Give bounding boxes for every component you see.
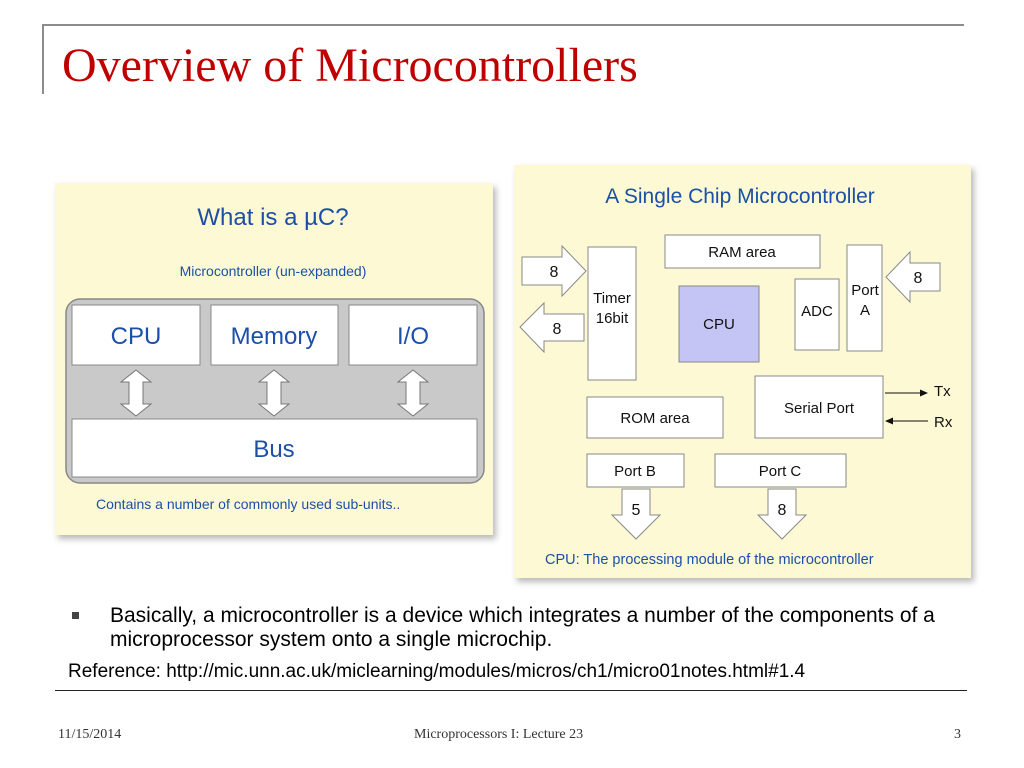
title-frame-top-rule bbox=[42, 24, 964, 26]
footer-course-title: Microprocessors I: Lecture 23 bbox=[414, 727, 584, 742]
port-b-output-arrow bbox=[610, 488, 662, 540]
uc-heading: What is a µC? bbox=[197, 204, 348, 231]
title-frame-left-rule bbox=[42, 24, 44, 94]
bullet-text: Basically, a microcontroller is a device… bbox=[110, 604, 935, 651]
timer-input-width: 8 bbox=[550, 264, 559, 281]
ram-area-label: RAM area bbox=[708, 244, 776, 261]
memory-block bbox=[210, 304, 339, 366]
what-is-uc-svg: What is a µC? Microcontroller (un-expand… bbox=[65, 204, 485, 512]
timer-label-line1: Timer bbox=[593, 290, 631, 307]
port-a-input-width: 8 bbox=[914, 270, 923, 287]
single-chip-caption: CPU: The processing module of the microc… bbox=[545, 552, 874, 568]
cpu-bus-double-arrow bbox=[119, 369, 153, 417]
port-a-block bbox=[846, 244, 883, 352]
io-block-label: I/O bbox=[397, 323, 429, 350]
reference-divider bbox=[55, 690, 967, 691]
io-block bbox=[348, 304, 478, 366]
port-c-output-width: 8 bbox=[778, 502, 787, 519]
port-a-label-line2: A bbox=[860, 302, 870, 319]
timer-output-arrow bbox=[519, 301, 585, 354]
rom-area-label: ROM area bbox=[620, 410, 690, 427]
single-chip-svg: A Single Chip Microcontroller RAM area T… bbox=[519, 185, 953, 568]
memory-block-label: Memory bbox=[231, 323, 318, 350]
port-b-block bbox=[586, 453, 685, 488]
bullet-square-icon bbox=[72, 612, 79, 619]
cpu-block-label: CPU bbox=[111, 323, 162, 350]
port-c-block bbox=[714, 453, 847, 488]
cpu-core-block bbox=[678, 285, 760, 363]
cpu-core-label: CPU bbox=[703, 316, 735, 333]
reference-link[interactable]: Reference: http://mic.unn.ac.uk/miclearn… bbox=[68, 661, 806, 682]
slide-title: Overview of Microcontrollers bbox=[62, 39, 638, 92]
rom-area-block bbox=[586, 396, 724, 439]
tx-arrowhead bbox=[920, 389, 928, 397]
ram-area-block bbox=[664, 234, 821, 269]
port-c-output-arrow bbox=[756, 488, 808, 540]
rx-label: Rx bbox=[934, 414, 953, 431]
adc-label: ADC bbox=[801, 303, 833, 320]
serial-port-label: Serial Port bbox=[784, 400, 855, 417]
port-b-label: Port B bbox=[614, 463, 656, 480]
timer-label-line2: 16bit bbox=[596, 310, 629, 327]
what-is-uc-diagram: What is a µC? Microcontroller (un-expand… bbox=[55, 183, 493, 535]
timer-input-arrow bbox=[521, 244, 587, 298]
memory-bus-double-arrow bbox=[257, 369, 291, 417]
bus-block bbox=[71, 418, 478, 478]
rx-arrowhead bbox=[885, 417, 893, 425]
footer-date: 11/15/2014 bbox=[58, 727, 122, 742]
port-a-label-line1: Port bbox=[851, 282, 879, 299]
timer-block bbox=[587, 246, 637, 381]
uc-caption: Contains a number of commonly used sub-u… bbox=[96, 496, 400, 512]
adc-block bbox=[794, 278, 840, 351]
tx-label: Tx bbox=[934, 383, 951, 400]
cpu-block bbox=[71, 304, 201, 366]
timer-output-width: 8 bbox=[553, 321, 562, 338]
single-chip-diagram: A Single Chip Microcontroller RAM area T… bbox=[514, 165, 971, 578]
uc-subtitle: Microcontroller (un-expanded) bbox=[180, 263, 367, 279]
io-bus-double-arrow bbox=[396, 369, 430, 417]
port-a-input-arrow bbox=[885, 250, 941, 304]
serial-port-block bbox=[754, 375, 884, 439]
footer-page-number: 3 bbox=[954, 727, 961, 742]
single-chip-heading: A Single Chip Microcontroller bbox=[605, 185, 875, 208]
bus-block-label: Bus bbox=[253, 436, 294, 463]
port-b-output-width: 5 bbox=[632, 502, 641, 519]
port-c-label: Port C bbox=[759, 463, 802, 480]
